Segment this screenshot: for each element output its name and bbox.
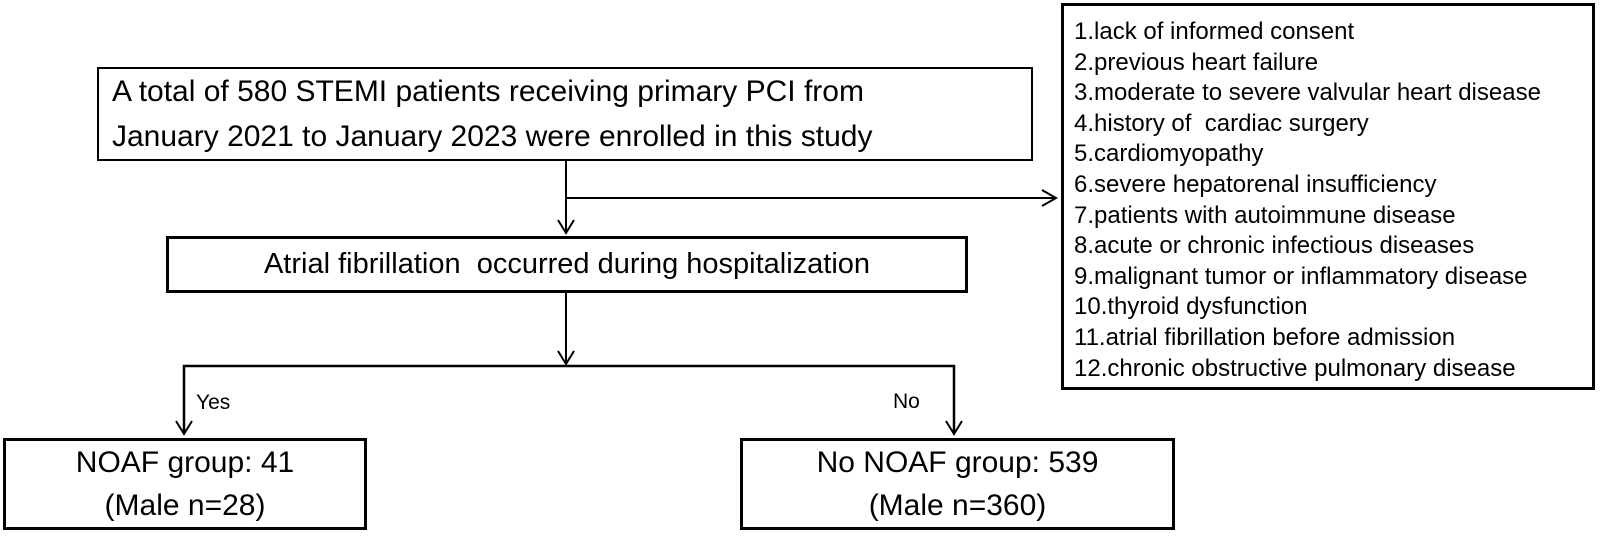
exclusion-item: 4.history of cardiac surgery bbox=[1074, 109, 1369, 137]
enrollment-box: A total of 580 STEMI patients receiving … bbox=[97, 67, 1033, 161]
noaf-group-line-1: NOAF group: 41 bbox=[75, 446, 295, 479]
arrowhead-down-af bbox=[557, 219, 575, 235]
noaf-group-line-2: (Male n=28) bbox=[104, 489, 266, 522]
atrial-fibrillation-text: Atrial fibrillation occurred during hosp… bbox=[263, 248, 871, 280]
atrial-fibrillation-box: Atrial fibrillation occurred during hosp… bbox=[166, 236, 968, 293]
arrowhead-down-branch bbox=[557, 350, 575, 366]
arrowhead-right-exclusion bbox=[1041, 189, 1059, 207]
branch-bar bbox=[182, 364, 956, 432]
exclusion-item: 6.severe hepatorenal insufficiency bbox=[1074, 170, 1437, 198]
exclusion-item: 7.patients with autoimmune disease bbox=[1074, 201, 1456, 229]
noaf-group-box: NOAF group: 41 (Male n=28) bbox=[3, 438, 367, 530]
enrollment-line-1: A total of 580 STEMI patients receiving … bbox=[112, 75, 864, 108]
no-noaf-group-line-1: No NOAF group: 539 bbox=[816, 446, 1099, 479]
exclusion-item: 2.previous heart failure bbox=[1074, 48, 1319, 76]
arrowhead-down-no bbox=[945, 420, 963, 436]
exclusion-item: 9.malignant tumor or inflammatory diseas… bbox=[1074, 262, 1528, 290]
branch-label-yes: Yes bbox=[196, 391, 231, 414]
no-noaf-group-line-2: (Male n=360) bbox=[868, 489, 1047, 522]
no-noaf-group-box: No NOAF group: 539 (Male n=360) bbox=[740, 438, 1175, 530]
arrowhead-down-yes bbox=[175, 420, 193, 436]
enrollment-line-2: January 2021 to January 2023 were enroll… bbox=[112, 120, 873, 153]
exclusion-item: 5.cardiomyopathy bbox=[1074, 140, 1264, 168]
exclusion-item: 11.atrial fibrillation before admission bbox=[1074, 323, 1456, 351]
exclusion-item: 12.chronic obstructive pulmonary disease bbox=[1074, 354, 1516, 382]
exclusion-item: 8.acute or chronic infectious diseases bbox=[1074, 232, 1475, 260]
exclusion-criteria-list: 1.lack of informed consent 2.previous he… bbox=[1074, 17, 1590, 384]
exclusion-criteria-box: 1.lack of informed consent 2.previous he… bbox=[1061, 3, 1595, 390]
exclusion-item: 10.thyroid dysfunction bbox=[1074, 293, 1308, 321]
branch-label-no: No bbox=[893, 390, 920, 413]
exclusion-item: 1.lack of informed consent bbox=[1074, 18, 1355, 45]
exclusion-item: 3.moderate to severe valvular heart dise… bbox=[1074, 79, 1541, 107]
